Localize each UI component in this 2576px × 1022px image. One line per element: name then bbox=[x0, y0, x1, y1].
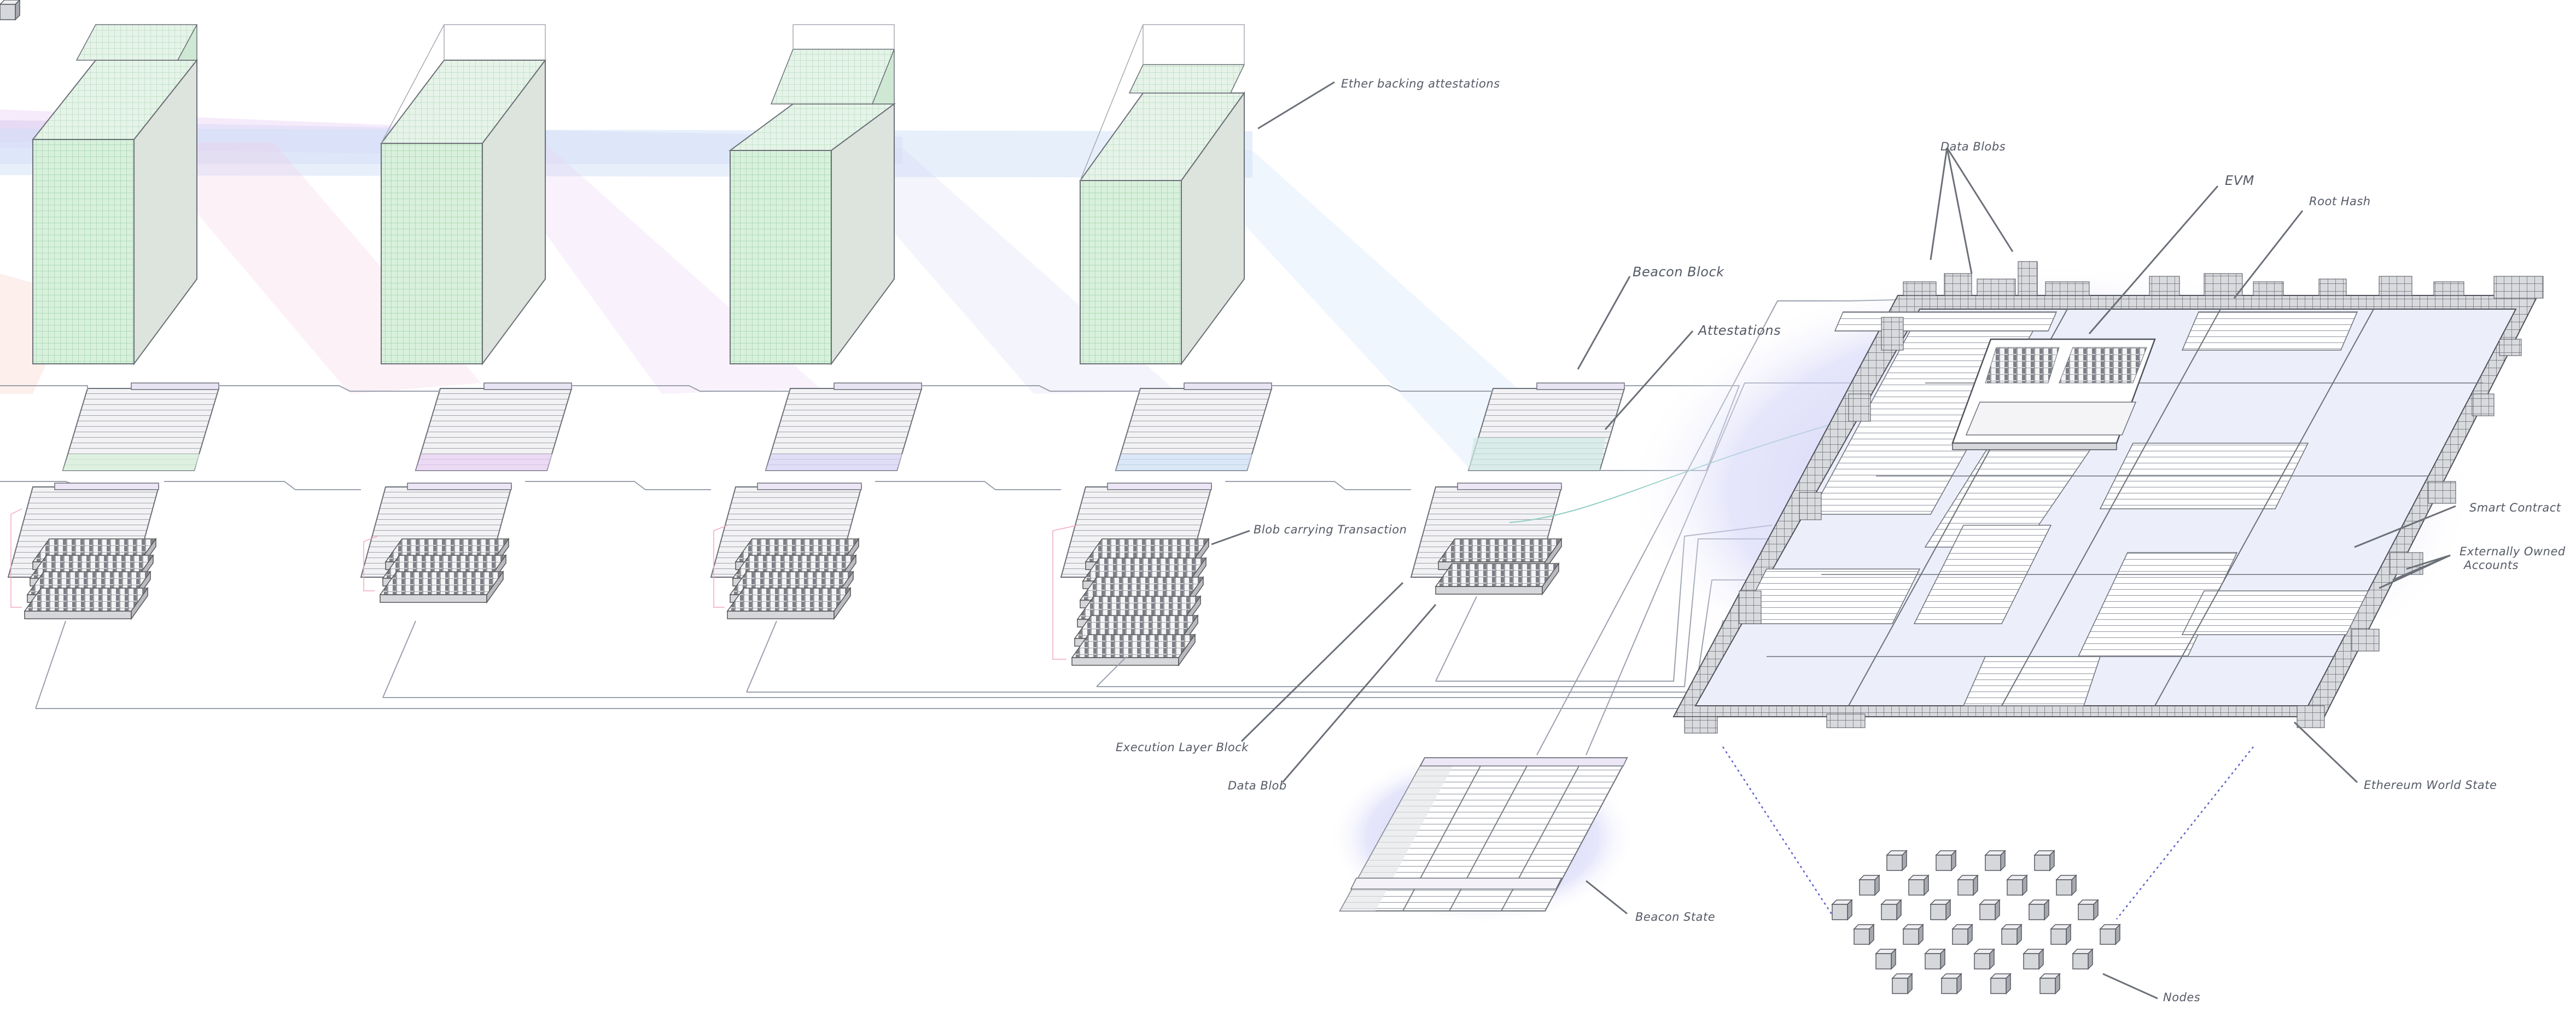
label-nodes: Nodes bbox=[2163, 991, 2200, 1004]
label-ether-backing: Ether backing attestations bbox=[1341, 77, 1500, 90]
account-bumps bbox=[1684, 317, 2522, 734]
beacon-block-1 bbox=[62, 382, 220, 471]
label-beacon-state: Beacon State bbox=[1635, 910, 1715, 924]
label-root-hash: Root Hash bbox=[2309, 195, 2371, 208]
label-eoa-line2: Accounts bbox=[2463, 559, 2519, 572]
nodes bbox=[0, 0, 2120, 994]
beacon-block-4 bbox=[1115, 382, 1273, 471]
beacon-block-2 bbox=[415, 382, 573, 471]
stake-tower-3 bbox=[728, 24, 896, 366]
label-eoa-line1: Externally Owned bbox=[2460, 545, 2566, 558]
label-blob-tx: Blob carrying Transaction bbox=[1254, 523, 1407, 536]
stake-tower-1 bbox=[31, 24, 199, 366]
data-blob-bumps bbox=[1903, 261, 2544, 299]
labels: Ether backing attestations Beacon Block … bbox=[1116, 77, 2566, 1004]
stake-tower-4 bbox=[1079, 24, 1245, 366]
beacon-block-5 bbox=[1467, 382, 1625, 471]
label-smart-contract: Smart Contract bbox=[2469, 501, 2561, 514]
stake-tower-2 bbox=[380, 24, 547, 366]
world-state bbox=[1624, 261, 2544, 734]
beacon-block-plates bbox=[62, 382, 1625, 471]
execution-block-2 bbox=[360, 483, 512, 603]
label-execution-block: Execution Layer Block bbox=[1116, 741, 1249, 754]
label-attestations: Attestations bbox=[1697, 323, 1781, 338]
execution-block-4 bbox=[1052, 483, 1213, 666]
label-evm: EVM bbox=[2225, 173, 2254, 188]
label-data-blobs: Data Blobs bbox=[1940, 140, 2006, 153]
execution-block-3 bbox=[710, 483, 862, 619]
label-world-state: Ethereum World State bbox=[2364, 779, 2497, 792]
beacon-state bbox=[1329, 750, 1635, 925]
execution-block-1 bbox=[7, 483, 160, 619]
beacon-block-3 bbox=[765, 382, 923, 471]
label-beacon-block: Beacon Block bbox=[1633, 264, 1724, 280]
leader-lines bbox=[1211, 81, 2456, 1000]
evm-plate bbox=[1951, 338, 2156, 450]
execution-block-5 bbox=[1410, 483, 1563, 595]
label-data-blob: Data Blob bbox=[1228, 779, 1287, 792]
